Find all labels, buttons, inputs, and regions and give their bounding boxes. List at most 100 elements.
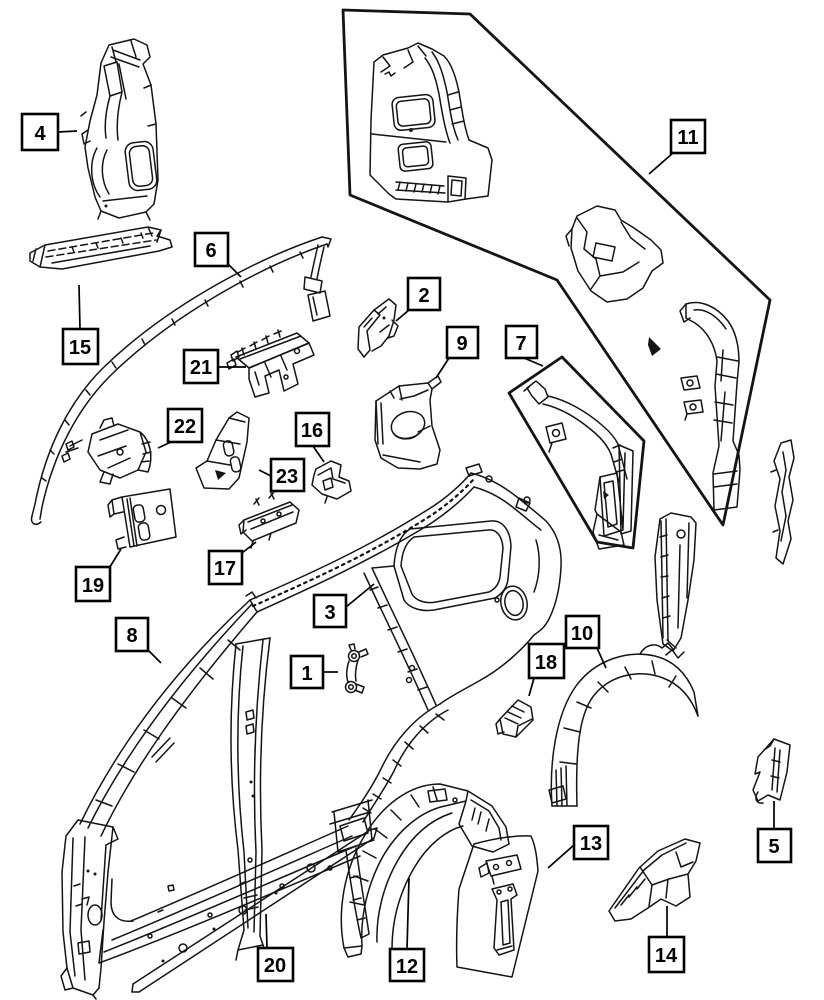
part-9-art <box>374 375 442 470</box>
callout-14[interactable]: 14 <box>647 906 686 974</box>
callout-4[interactable]: 4 <box>20 112 78 152</box>
part-11-boundary <box>341 8 772 527</box>
part-21-art <box>226 329 315 398</box>
callout-16[interactable]: 16 <box>294 411 331 463</box>
callout-box-6[interactable] <box>193 231 230 268</box>
body-side-aperture-art <box>60 463 562 1000</box>
callout-17[interactable]: 17 <box>207 541 257 586</box>
callout-box-16[interactable] <box>294 411 331 448</box>
callout-11[interactable]: 11 <box>648 118 707 175</box>
callout-box-23[interactable] <box>269 457 306 493</box>
leader-6 <box>227 263 242 278</box>
callout-box-2[interactable] <box>406 276 442 312</box>
leader-17 <box>241 541 257 554</box>
callout-label-16: 16 <box>301 420 323 442</box>
callout-label-22: 22 <box>174 416 196 438</box>
callout-13[interactable]: 13 <box>547 824 610 869</box>
callout-label-20: 20 <box>264 955 286 977</box>
part-7-art <box>523 380 634 550</box>
callout-box-3[interactable] <box>312 593 348 629</box>
callout-label-19: 19 <box>82 575 104 597</box>
callout-label-4: 4 <box>34 123 46 145</box>
callout-label-18: 18 <box>535 652 557 674</box>
callout-18[interactable]: 18 <box>527 642 566 697</box>
callout-box-22[interactable] <box>166 407 204 444</box>
part-11-side-strip-art <box>770 439 795 565</box>
callout-label-17: 17 <box>214 558 236 580</box>
callout-box-7[interactable] <box>504 324 539 360</box>
callout-label-13: 13 <box>580 833 602 855</box>
leader-13 <box>547 844 575 869</box>
callout-22[interactable]: 22 <box>157 407 204 449</box>
callout-box-12[interactable] <box>388 947 426 983</box>
part-6-art <box>30 236 332 525</box>
callout-box-19[interactable] <box>74 565 112 603</box>
callout-1[interactable]: 1 <box>289 654 338 690</box>
part-11-cpillar-art <box>679 301 741 511</box>
part-19-art <box>107 488 177 550</box>
callout-box-9[interactable] <box>445 325 480 360</box>
callout-5[interactable]: 5 <box>756 801 793 864</box>
callout-6[interactable]: 6 <box>193 231 242 278</box>
part-20-art <box>131 827 378 993</box>
leader-7 <box>523 357 544 367</box>
part-5-art <box>752 738 791 804</box>
callout-label-10: 10 <box>571 623 593 645</box>
callout-label-7: 7 <box>515 333 526 355</box>
leader-20 <box>265 913 268 949</box>
callout-19[interactable]: 19 <box>74 548 122 603</box>
leader-11 <box>648 152 674 175</box>
callout-box-14[interactable] <box>647 935 686 974</box>
callout-20[interactable]: 20 <box>256 913 295 983</box>
callout-8[interactable]: 8 <box>114 616 162 664</box>
part-10-art <box>548 642 699 807</box>
callout-15[interactable]: 15 <box>61 284 100 366</box>
callout-3[interactable]: 3 <box>312 583 375 629</box>
callout-label-5: 5 <box>768 836 779 858</box>
callout-label-15: 15 <box>69 337 91 359</box>
callout-label-11: 11 <box>677 127 698 149</box>
callout-box-11[interactable] <box>669 118 707 155</box>
callout-9[interactable]: 9 <box>435 325 480 379</box>
callout-label-3: 3 <box>324 602 335 624</box>
part-11-extension-art <box>654 512 697 659</box>
callout-10[interactable]: 10 <box>564 614 607 669</box>
callout-box-15[interactable] <box>61 327 100 366</box>
callout-7[interactable]: 7 <box>504 324 544 367</box>
callout-box-5[interactable] <box>756 827 793 864</box>
callout-box-21[interactable] <box>182 348 220 385</box>
callout-box-20[interactable] <box>256 946 295 983</box>
callout-box-18[interactable] <box>527 642 566 680</box>
callout-21[interactable]: 21 <box>182 348 246 385</box>
part-23-art <box>195 411 250 490</box>
callout-box-1[interactable] <box>289 654 325 690</box>
leader-3 <box>345 583 375 608</box>
leader-4 <box>57 130 78 133</box>
callout-label-6: 6 <box>205 240 216 262</box>
part-11-trim-panel-art <box>369 42 493 203</box>
part-13-art <box>455 835 539 978</box>
callouts-layer: 1 2 3 4 5 6 7 <box>20 112 793 983</box>
part-1-art <box>344 643 369 694</box>
part-11-rail-bracket-art <box>565 205 704 421</box>
callout-label-14: 14 <box>655 945 678 967</box>
callout-box-4[interactable] <box>20 112 60 152</box>
part-15-art <box>29 226 173 270</box>
callout-label-9: 9 <box>456 333 467 355</box>
leader-12 <box>406 877 410 950</box>
callout-box-10[interactable] <box>564 614 601 650</box>
part-2-art <box>357 298 399 358</box>
leader-16 <box>312 445 325 463</box>
callout-12[interactable]: 12 <box>388 877 426 983</box>
leader-18 <box>528 677 535 697</box>
callout-23[interactable]: 23 <box>258 457 306 493</box>
callout-box-8[interactable] <box>114 616 150 653</box>
part-22-art <box>61 417 152 485</box>
callout-box-13[interactable] <box>572 824 610 861</box>
callout-box-17[interactable] <box>207 549 244 586</box>
callout-2[interactable]: 2 <box>395 276 442 322</box>
part-14-art <box>608 838 701 922</box>
callout-label-23: 23 <box>276 466 298 488</box>
